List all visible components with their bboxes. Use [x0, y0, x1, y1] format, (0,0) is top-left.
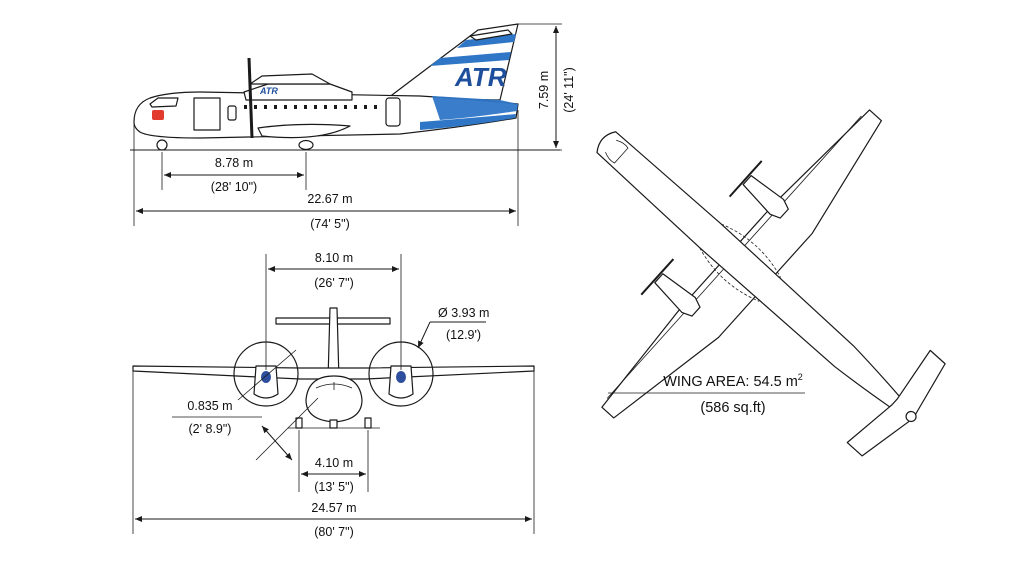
track-imperial-label: (13' 5")	[314, 480, 353, 494]
wing-area-label: WING AREA: 54.5 m2	[663, 372, 803, 390]
passenger-window	[344, 105, 347, 109]
span-imperial-label: (80' 7")	[314, 525, 353, 539]
passenger-window	[364, 105, 367, 109]
fuselage-stripe-2	[420, 114, 516, 130]
clearance-guide-1	[237, 349, 297, 401]
wheelbase-metric-label: 8.78 m	[215, 156, 253, 170]
front-view: 8.10 m (26' 7") Ø 3.93 m (12.9') 0.835 m…	[132, 251, 535, 539]
propeller-leader-arrow	[417, 321, 431, 349]
passenger-window	[254, 105, 257, 109]
engine-nacelle	[249, 73, 331, 85]
engine-spacing-metric-label: 8.10 m	[315, 251, 353, 265]
nose-logo-icon	[152, 110, 164, 120]
propeller-diameter-imperial-label: (12.9')	[446, 328, 481, 342]
rear-door	[385, 97, 401, 127]
side-view: ATR ATR 7.59 m (24' 11") 8.78 m (28' 10"…	[130, 23, 576, 231]
horizontal-tail	[469, 29, 513, 41]
passenger-window	[354, 105, 357, 109]
clearance-imperial-label: (2' 8.9")	[189, 422, 232, 436]
clearance-dim-line	[261, 425, 293, 461]
passenger-window	[304, 105, 307, 109]
height-metric-label: 7.59 m	[537, 71, 551, 109]
tail-stripe-1	[457, 34, 516, 48]
top-tail-cone	[905, 410, 917, 423]
main-wheel	[298, 139, 314, 151]
right-main-gear	[364, 417, 372, 429]
passenger-window	[314, 105, 317, 109]
side-propeller	[247, 57, 254, 139]
length-imperial-label: (74' 5")	[310, 217, 349, 231]
top-tailplane	[846, 349, 946, 457]
top-fuselage	[596, 131, 916, 421]
forward-door	[193, 97, 221, 131]
passenger-window	[284, 105, 287, 109]
engine-spacing-imperial-label: (26' 7")	[314, 276, 353, 290]
tail-logo: ATR	[454, 62, 507, 92]
passenger-window	[374, 105, 377, 109]
passenger-window	[324, 105, 327, 109]
fuselage-stripe-1	[432, 96, 518, 120]
cockpit-windows	[149, 97, 179, 108]
top-right-propeller	[640, 258, 675, 296]
passenger-window	[294, 105, 297, 109]
top-view: WING AREA: 54.5 m2 (586 sq.ft)	[596, 109, 946, 457]
fuselage-logo: ATR	[259, 86, 278, 96]
nose-wheel	[156, 139, 168, 151]
top-left-nacelle	[742, 175, 789, 219]
passenger-window	[264, 105, 267, 109]
wing-area-imperial-label: (586 sq.ft)	[700, 400, 765, 416]
top-left-propeller	[728, 160, 763, 198]
front-landing-gear	[295, 417, 372, 429]
passenger-window	[274, 105, 277, 109]
track-metric-label: 4.10 m	[315, 456, 353, 470]
landing-gear-fairing	[257, 123, 351, 139]
length-metric-label: 22.67 m	[307, 192, 352, 206]
top-right-nacelle	[654, 273, 701, 317]
clearance-metric-label: 0.835 m	[187, 399, 232, 413]
span-metric-label: 24.57 m	[311, 501, 356, 515]
passenger-window	[244, 105, 247, 109]
right-spinner	[396, 371, 406, 383]
service-door	[227, 105, 237, 121]
passenger-windows	[244, 105, 377, 109]
tail-stripe-2	[430, 52, 511, 66]
top-fairing-outline	[699, 223, 781, 302]
height-imperial-label: (24' 11")	[562, 67, 576, 113]
propeller-diameter-metric-label: Ø 3.93 m	[438, 306, 489, 320]
nose-gear	[329, 419, 338, 429]
passenger-window	[334, 105, 337, 109]
top-cockpit	[605, 139, 629, 164]
wheelbase-imperial-label: (28' 10")	[211, 180, 257, 194]
